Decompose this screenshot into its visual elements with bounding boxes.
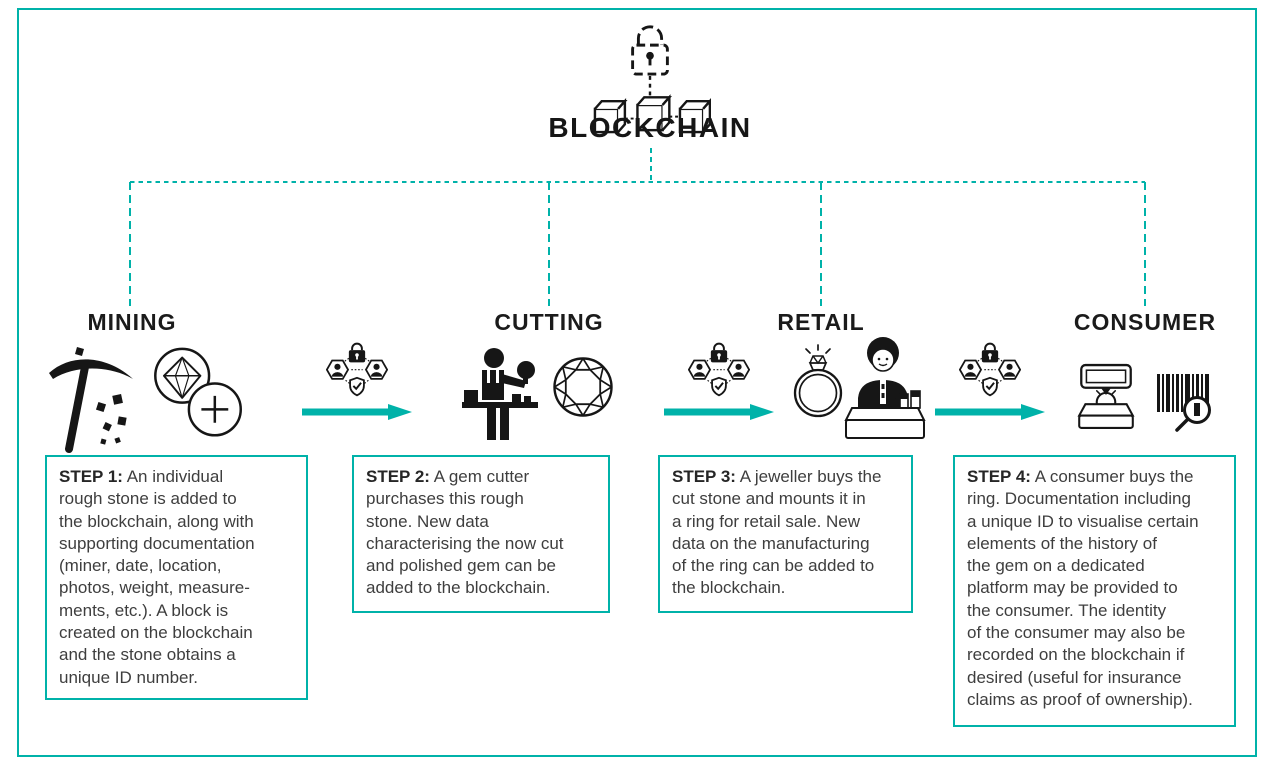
stage-heading-consumer: CONSUMER — [1073, 309, 1217, 335]
jeweller-counter-icon — [844, 337, 926, 439]
step-box-2: STEP 2: A gem cutter purchases this roug… — [352, 455, 610, 613]
step-box-3: STEP 3: A jeweller buys the cut stone an… — [658, 455, 913, 613]
diamond-ring-icon — [793, 344, 843, 418]
barcode-search-icon — [1157, 374, 1211, 432]
outer-frame — [17, 8, 1257, 757]
pickaxe-icon — [49, 347, 133, 453]
ring-box-icon — [1077, 363, 1135, 429]
blockchain-network-icon — [957, 342, 1023, 399]
step-2-label: STEP 2: — [366, 467, 430, 486]
step-4-text: A consumer buys the ring. Documentation … — [967, 467, 1199, 709]
flow-connector-3 — [935, 342, 1045, 422]
blockchain-network-icon — [324, 342, 390, 399]
flow-connector-1 — [302, 342, 412, 422]
cut-diamond-icon — [553, 357, 613, 417]
gem-cutter-icon — [462, 348, 538, 440]
rough-gem-add-icon — [154, 347, 242, 437]
step-1-label: STEP 1: — [59, 467, 123, 486]
flow-connector-2 — [664, 342, 774, 422]
step-box-4: STEP 4: A consumer buys the ring. Docume… — [953, 455, 1236, 727]
right-arrow-icon — [664, 404, 774, 420]
page-title: BLOCKCHAIN — [548, 112, 752, 143]
stage-heading-mining: MINING — [87, 309, 177, 335]
step-1-text: An individual rough stone is added to th… — [59, 467, 255, 687]
blockchain-network-icon — [686, 342, 752, 399]
step-2-text: A gem cutter purchases this rough stone.… — [366, 467, 564, 598]
stage-heading-cutting: CUTTING — [494, 309, 604, 335]
step-4-label: STEP 4: — [967, 467, 1031, 486]
blockchain-lock-and-blocks-icon — [593, 25, 711, 134]
right-arrow-icon — [302, 404, 412, 420]
step-box-1: STEP 1: An individual rough stone is add… — [45, 455, 308, 700]
right-arrow-icon — [935, 404, 1045, 420]
stage-heading-retail: RETAIL — [777, 309, 865, 335]
step-3-text: A jeweller buys the cut stone and mounts… — [672, 467, 882, 598]
step-3-label: STEP 3: — [672, 467, 736, 486]
